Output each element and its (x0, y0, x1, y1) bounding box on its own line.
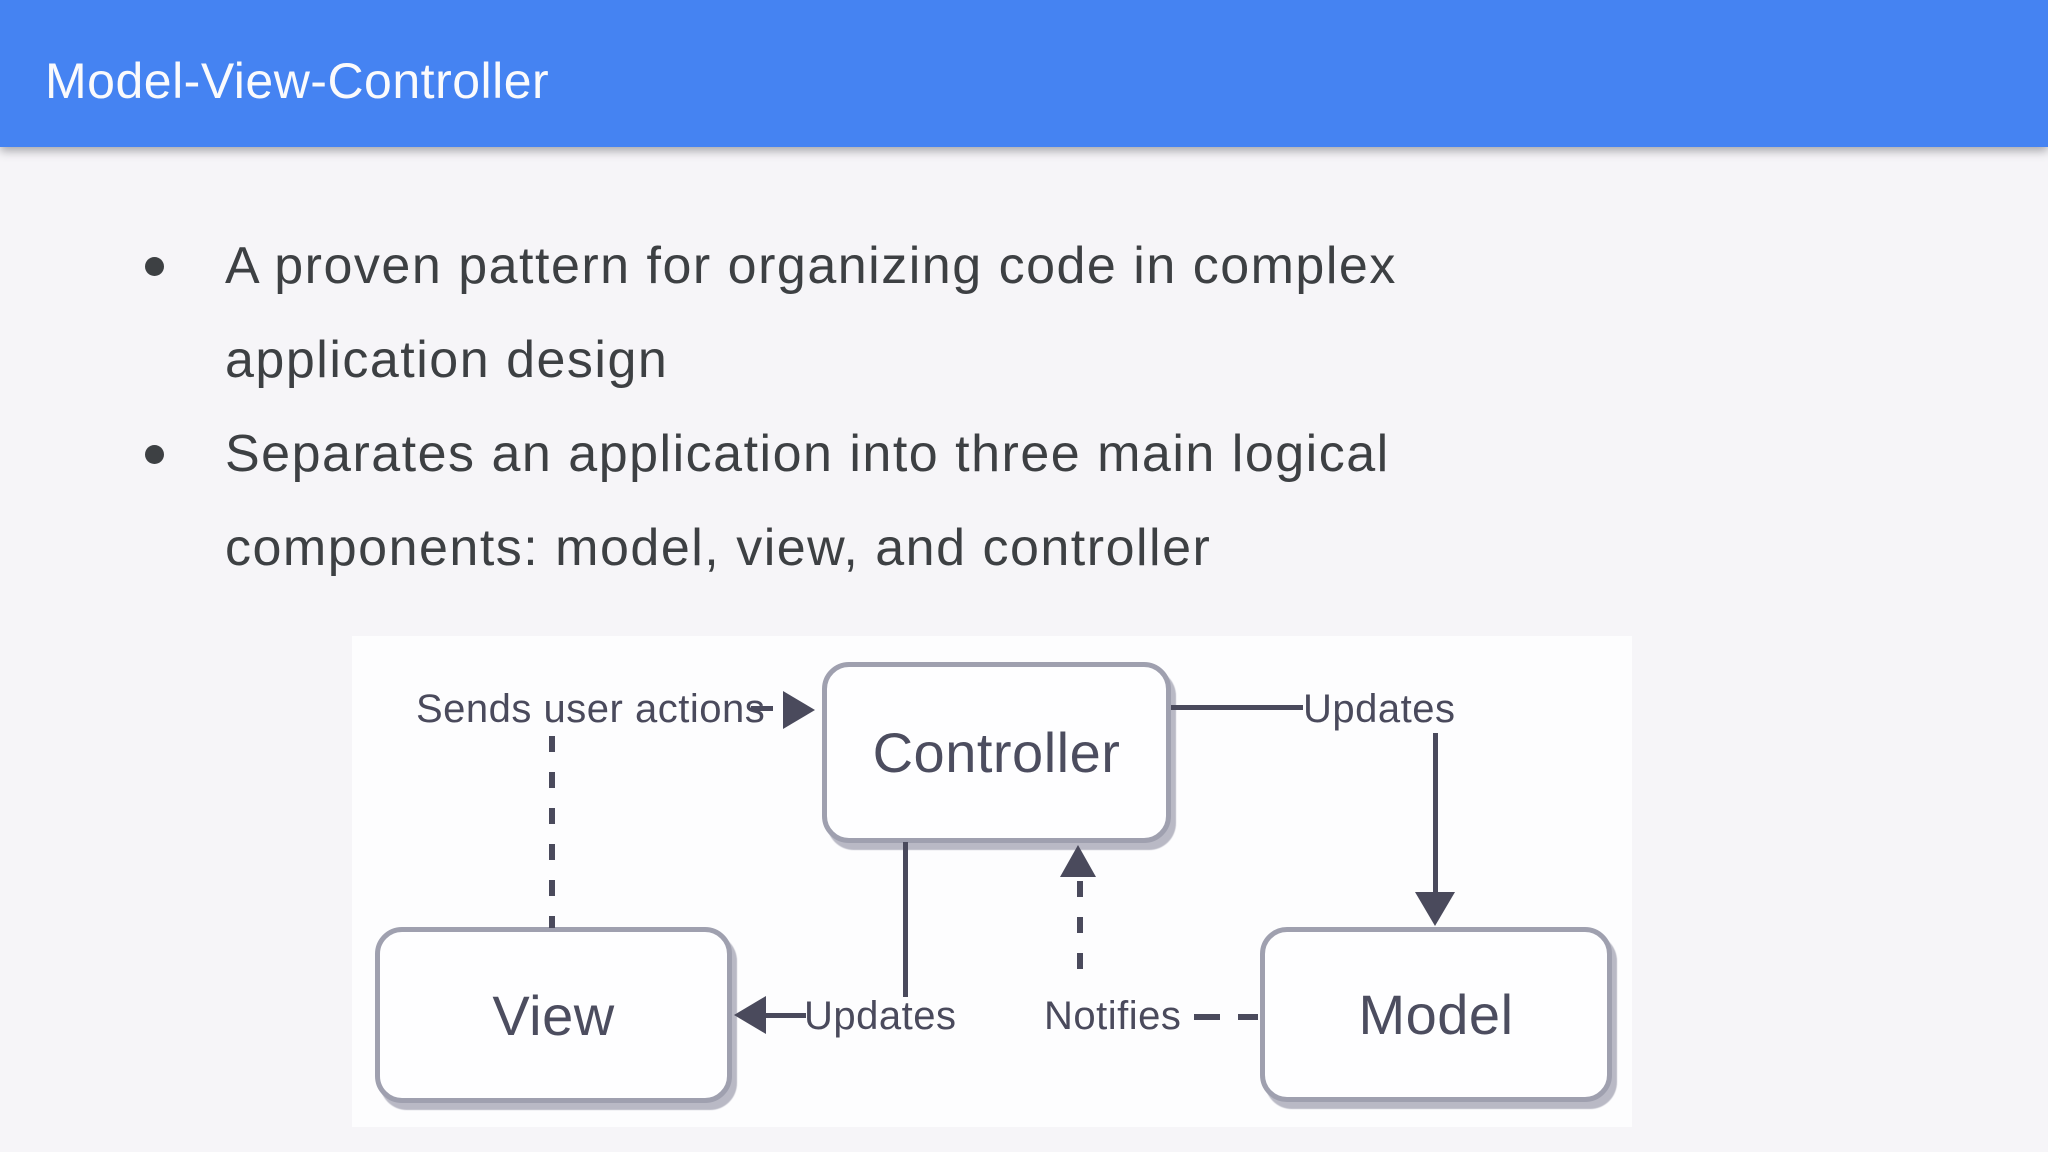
slide-title: Model-View-Controller (45, 52, 550, 109)
controller-node: Controller (822, 662, 1171, 843)
mvc-diagram: Controller View Model Sends user actions… (352, 636, 1632, 1127)
notifies-dashed-line-horizontal (1194, 1014, 1258, 1020)
updates-view-line-horizontal (762, 1013, 806, 1018)
updates-model-label: Updates (1303, 687, 1456, 731)
arrowhead-right-icon (783, 691, 815, 729)
arrowhead-left-icon (734, 996, 766, 1034)
notifies-label: Notifies (1044, 994, 1182, 1038)
controller-node-label: Controller (872, 721, 1121, 784)
view-node: View (375, 927, 732, 1103)
sends-user-actions-dashed-line (549, 736, 555, 928)
model-node: Model (1260, 927, 1612, 1102)
updates-view-line-vertical (903, 842, 908, 997)
updates-model-line-horizontal (1171, 705, 1303, 710)
model-node-label: Model (1358, 983, 1514, 1046)
updates-view-label: Updates (804, 994, 957, 1038)
bullet-text: Separates an application into three main… (225, 425, 1390, 577)
notifies-dashed-line-vertical (1077, 881, 1083, 982)
sends-user-actions-label: Sends user actions (416, 687, 766, 731)
updates-model-line-vertical (1433, 733, 1438, 895)
bullet-item: A proven pattern for organizing code in … (145, 219, 1865, 407)
arrowhead-down-icon (1415, 892, 1455, 926)
bullet-dot-icon (145, 445, 164, 464)
bullet-list: A proven pattern for organizing code in … (145, 219, 1865, 595)
bullet-dot-icon (145, 257, 164, 276)
slide-title-bar: Model-View-Controller (0, 0, 2048, 147)
bullet-text: A proven pattern for organizing code in … (225, 237, 1397, 389)
sends-user-actions-dash (751, 706, 773, 711)
bullet-item: Separates an application into three main… (145, 407, 1865, 595)
arrowhead-up-icon (1060, 845, 1096, 877)
view-node-label: View (492, 983, 615, 1047)
